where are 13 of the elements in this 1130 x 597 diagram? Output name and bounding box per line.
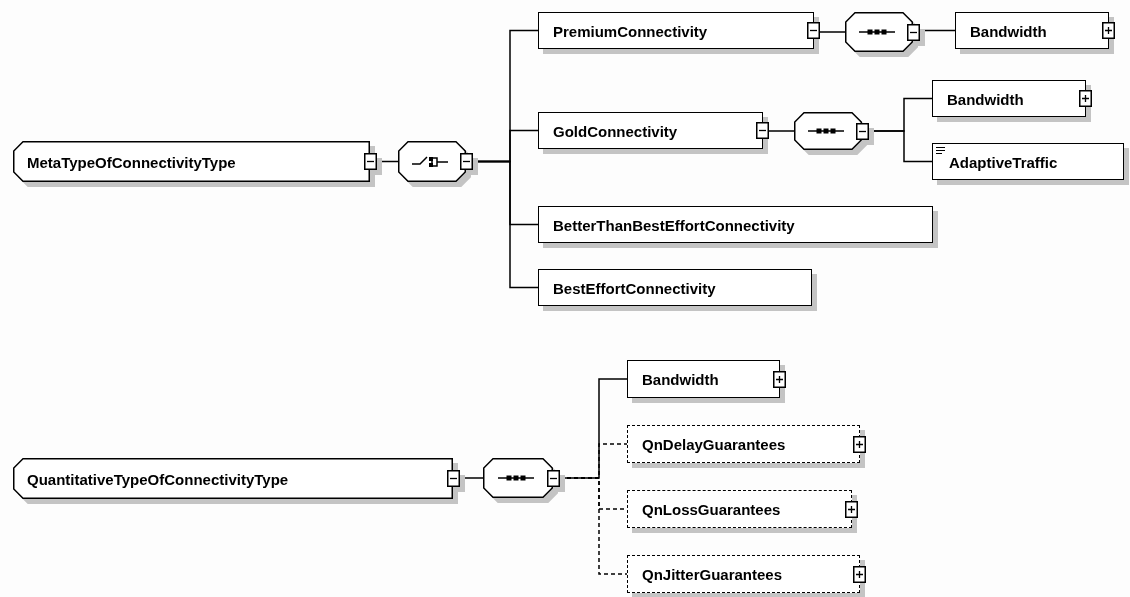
element-name: Bandwidth [642,370,719,388]
element-name: BetterThanBestEffortConnectivity [553,216,795,233]
element-name: PremiumConnectivity [553,22,708,39]
element-name: Bandwidth [947,90,1024,107]
element-name: QnLossGuarantees [642,500,781,518]
element-name: BestEffortConnectivity [553,279,716,296]
element-name: QnDelayGuarantees [642,435,786,453]
element-name: GoldConnectivity [553,122,678,139]
element-name: QuantitativeTypeOfConnectivityType [27,470,289,487]
element-name: QnJitterGuarantees [642,565,783,583]
element-name: AdaptiveTraffic [949,153,1058,170]
element-name: Bandwidth [970,22,1047,39]
element-name: MetaTypeOfConnectivityType [27,153,236,170]
